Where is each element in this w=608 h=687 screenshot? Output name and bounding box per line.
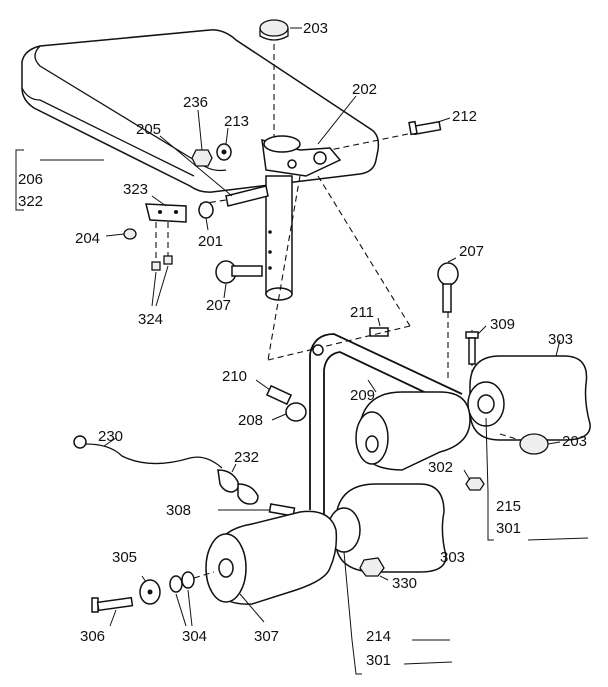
washers-304 [169, 571, 195, 593]
label-213: 213 [224, 113, 249, 130]
label-214: 214 [366, 628, 391, 645]
bracket-202 [261, 135, 342, 177]
roller-303-top [467, 355, 591, 441]
label-204: 204 [75, 230, 100, 247]
label-203-right: 203 [562, 433, 587, 450]
label-323: 323 [123, 181, 148, 198]
label-208: 208 [238, 412, 263, 429]
bolt-212 [329, 120, 442, 151]
label-306: 306 [80, 628, 105, 645]
label-209: 209 [350, 387, 375, 404]
label-202: 202 [352, 81, 377, 98]
roller-303-bottom [327, 483, 447, 573]
washer-213 [216, 143, 232, 161]
label-307: 307 [254, 628, 279, 645]
label-308: 308 [166, 502, 191, 519]
screws-324 [151, 222, 173, 271]
label-232: 232 [234, 449, 259, 466]
label-303-bottom: 303 [440, 549, 465, 566]
washer-305 [139, 579, 161, 605]
label-330: 330 [392, 575, 417, 592]
cable-230 [73, 435, 223, 469]
label-305: 305 [112, 549, 137, 566]
label-304: 304 [182, 628, 207, 645]
upright-tube [265, 175, 293, 301]
label-203-top: 203 [303, 20, 328, 37]
label-301-bottom: 301 [366, 652, 391, 669]
nut-330 [359, 557, 385, 577]
clip-232 [217, 469, 259, 505]
pin-207-left [215, 260, 263, 284]
label-303-top: 303 [548, 331, 573, 348]
label-207-left: 207 [206, 297, 231, 314]
leader-lines [15, 27, 589, 675]
label-206: 206 [18, 171, 43, 188]
label-215: 215 [496, 498, 521, 515]
label-205: 205 [136, 121, 161, 138]
bolt-306 [91, 571, 215, 613]
label-211: 211 [350, 304, 374, 321]
roller-front-top [355, 391, 471, 471]
frame-209 [309, 333, 463, 516]
nut-204 [123, 228, 137, 240]
part-labels: 203 202 236 213 205 212 206 322 323 204 … [18, 20, 587, 669]
fitting-208 [285, 402, 307, 422]
label-302: 302 [428, 459, 453, 476]
nut-302 [465, 477, 485, 491]
label-201: 201 [198, 233, 223, 250]
label-230: 230 [98, 428, 123, 445]
bolt-309 [465, 331, 479, 365]
label-324: 324 [138, 311, 163, 328]
label-210: 210 [222, 368, 247, 385]
roller-307 [205, 510, 338, 605]
bracket-323 [145, 203, 187, 223]
plug-203-top [259, 19, 289, 150]
pin-207-right [437, 262, 459, 313]
knob-201 [198, 201, 214, 219]
label-212: 212 [452, 108, 477, 125]
fitting-210 [265, 384, 293, 406]
bolt-308 [268, 503, 296, 517]
label-207-right: 207 [459, 243, 484, 260]
label-301-right: 301 [496, 520, 521, 537]
label-236: 236 [183, 94, 208, 111]
pin-211 [369, 327, 389, 337]
nut-236 [191, 149, 213, 167]
label-322: 322 [18, 193, 43, 210]
label-309: 309 [490, 316, 515, 333]
